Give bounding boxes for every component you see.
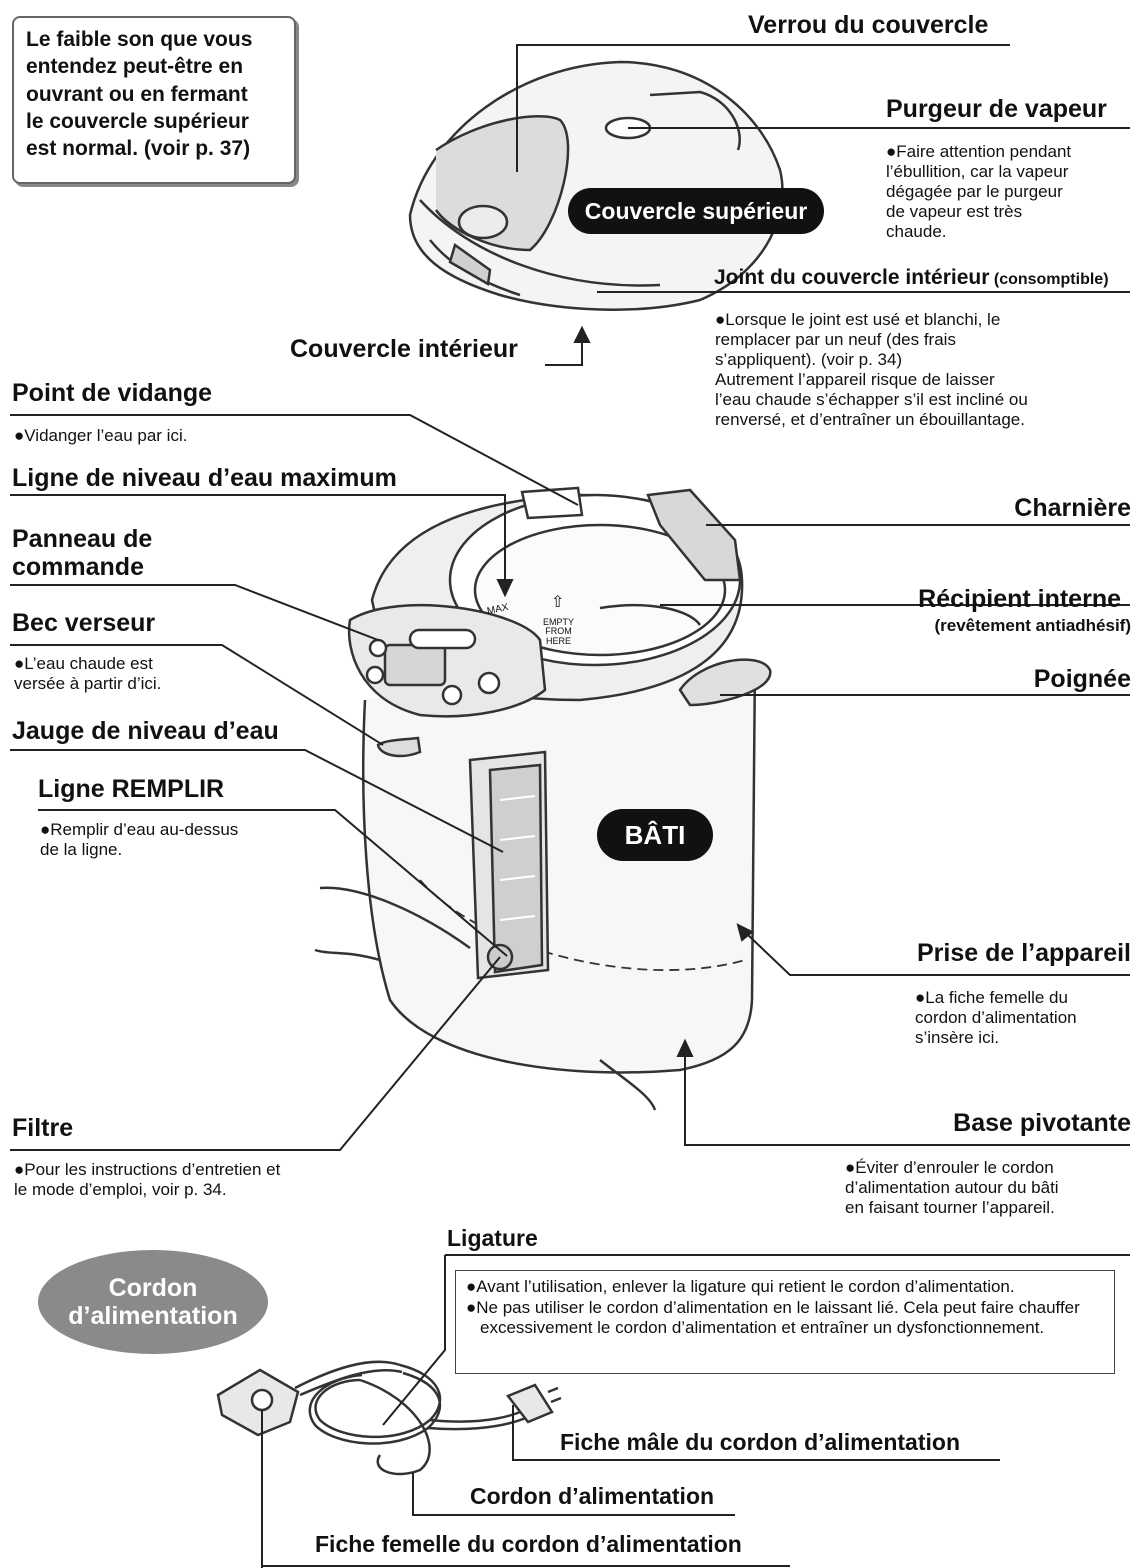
note-vidange: ●Vidanger l’eau par ici. [14, 426, 188, 445]
sound-note-box: Le faible son que vous entendez peut-êtr… [12, 16, 296, 184]
note-ligature-2: ●Ne pas utiliser le cordon d’alimentatio… [466, 1297, 1080, 1338]
label-point-de-vidange: Point de vidange [12, 379, 213, 407]
note-bec: ●L’eau chaude est versée à partir d’ici. [14, 654, 162, 694]
label-charniere: Charnière [1014, 494, 1131, 522]
top-lid-drawing [408, 60, 784, 311]
pot-drawing [314, 486, 772, 1111]
label-ligne-niveau-max: Ligne de niveau d’eau maximum [12, 464, 397, 492]
label-verrou-du-couvercle: Verrou du couvercle [748, 11, 989, 39]
note-joint: ●Lorsque le joint est usé et blanchi, le… [715, 310, 1028, 430]
label-bec-verseur: Bec verseur [12, 609, 156, 637]
cordon-title-badge: Cordon d’alimentation [38, 1250, 268, 1354]
cord-leader-lines [261, 1254, 1130, 1568]
label-fiche-femelle: Fiche femelle du cordon d’alimentation [315, 1531, 742, 1557]
label-ligne-remplir: Ligne REMPLIR [38, 775, 225, 803]
label-fiche-male: Fiche mâle du cordon d’alimentation [560, 1429, 960, 1455]
label-jauge-niveau-eau: Jauge de niveau d’eau [12, 717, 279, 745]
label-base-pivotante: Base pivotante [953, 1109, 1131, 1137]
joint-title: Joint du couvercle intérieur [714, 266, 990, 289]
cord-drawing [216, 1360, 562, 1476]
note-remplir: ●Remplir d’eau au-dessus de la ligne. [40, 820, 239, 860]
label-revetement: (revêtement antiadhésif) [934, 616, 1132, 635]
label-filtre: Filtre [12, 1114, 74, 1142]
label-ligature: Ligature [447, 1225, 538, 1251]
note-purgeur: ●Faire attention pendant l’ébullition, c… [886, 142, 1072, 242]
note-ligature-1: ●Avant l’utilisation, enlever la ligatur… [466, 1277, 1015, 1296]
label-cordon: Cordon d’alimentation [470, 1483, 715, 1509]
pot-leader-lines [10, 414, 1130, 1151]
label-couvercle-interieur: Couvercle intérieur [290, 335, 518, 363]
label-joint: Joint du couvercle intérieur (consomptib… [714, 266, 1109, 290]
lid-leader-lines [516, 44, 1130, 366]
label-panneau-de-commande: Panneau de commande [12, 525, 153, 581]
note-prise: ●La fiche femelle du cordon d’alimentati… [915, 988, 1077, 1048]
label-purgeur-de-vapeur: Purgeur de vapeur [886, 95, 1107, 123]
label-couvercle-superieur: Couvercle supérieur [568, 188, 824, 234]
ligature-note-box: ●Avant l’utilisation, enlever la ligatur… [455, 1270, 1115, 1374]
label-recipient-interne: Récipient interne [918, 585, 1121, 613]
label-prise-appareil: Prise de l’appareil [917, 939, 1131, 967]
empty-from-here-text: EMPTY FROM HERE [543, 617, 575, 646]
joint-consumable: (consomptible) [993, 271, 1109, 288]
label-poignee: Poignée [1033, 665, 1131, 693]
note-base: ●Éviter d’enrouler le cordon d’alimentat… [845, 1158, 1059, 1218]
note-filtre: ●Pour les instructions d’entretien et le… [14, 1160, 281, 1200]
label-bati: BÂTI [597, 809, 713, 861]
up-arrow-icon: ⇧ [551, 594, 565, 611]
